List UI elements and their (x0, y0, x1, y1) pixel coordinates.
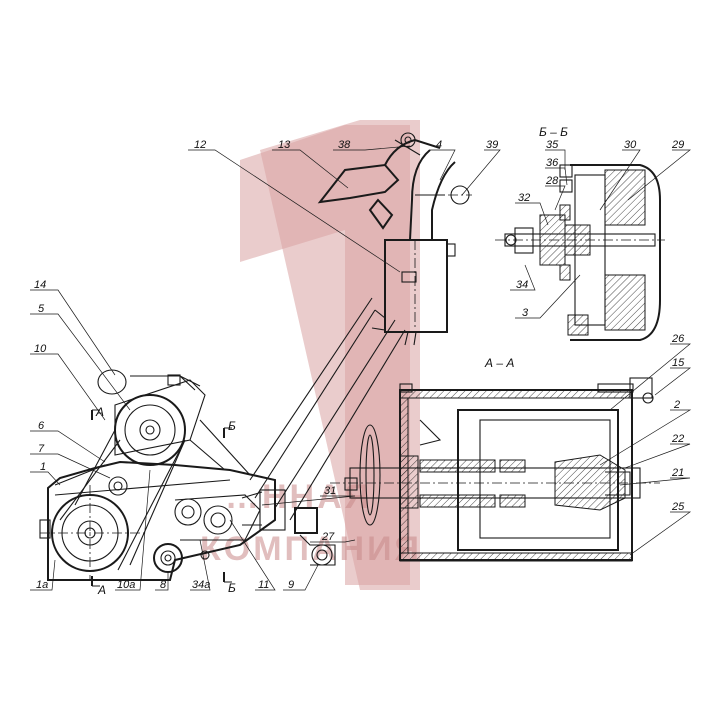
label-31: 31 (324, 485, 336, 497)
label-1: 1 (40, 461, 46, 473)
label-36: 36 (546, 157, 559, 169)
label-22: 22 (671, 433, 684, 445)
label-39: 39 (486, 139, 498, 151)
label-12: 12 (194, 139, 206, 151)
label-21: 21 (671, 467, 684, 479)
section-markers (91, 409, 232, 587)
label-13: 13 (278, 139, 291, 151)
label-10: 10 (34, 343, 47, 355)
section-mark-a-bottom: А (97, 583, 106, 597)
label-9: 9 (288, 579, 294, 591)
section-mark-b-bottom: Б (228, 581, 236, 595)
label-26: 26 (671, 333, 685, 345)
label-25: 25 (671, 501, 685, 513)
label-7: 7 (38, 443, 45, 455)
label-27: 27 (321, 531, 335, 543)
label-11: 11 (258, 579, 269, 591)
label-4: 4 (436, 139, 442, 151)
label-34a: 34а (192, 579, 210, 591)
label-38: 38 (338, 139, 351, 151)
label-1a: 1а (36, 579, 48, 591)
label-29: 29 (671, 139, 684, 151)
watermark-text-2: КОМПАНИЯ (200, 530, 422, 568)
label-14: 14 (34, 279, 46, 291)
drive-frame (39, 369, 336, 581)
label-5: 5 (38, 303, 45, 315)
label-2: 2 (673, 399, 680, 411)
leader-lines (30, 145, 692, 591)
label-15: 15 (672, 357, 685, 369)
label-32: 32 (518, 192, 530, 204)
section-title-aa: А – А (484, 356, 514, 370)
label-3: 3 (522, 307, 529, 319)
section-mark-b-top: Б (228, 419, 236, 433)
label-34: 34 (516, 279, 528, 291)
section-title-bb: Б – Б (539, 125, 568, 139)
label-8: 8 (160, 579, 167, 591)
inclined-conveyor (249, 132, 472, 521)
section-bb (495, 164, 665, 341)
label-10a: 10а (117, 579, 135, 591)
label-6: 6 (38, 420, 45, 432)
label-30: 30 (624, 139, 637, 151)
label-28: 28 (545, 175, 559, 187)
label-35: 35 (546, 139, 559, 151)
section-aa (330, 377, 660, 562)
nozzle (317, 163, 400, 204)
